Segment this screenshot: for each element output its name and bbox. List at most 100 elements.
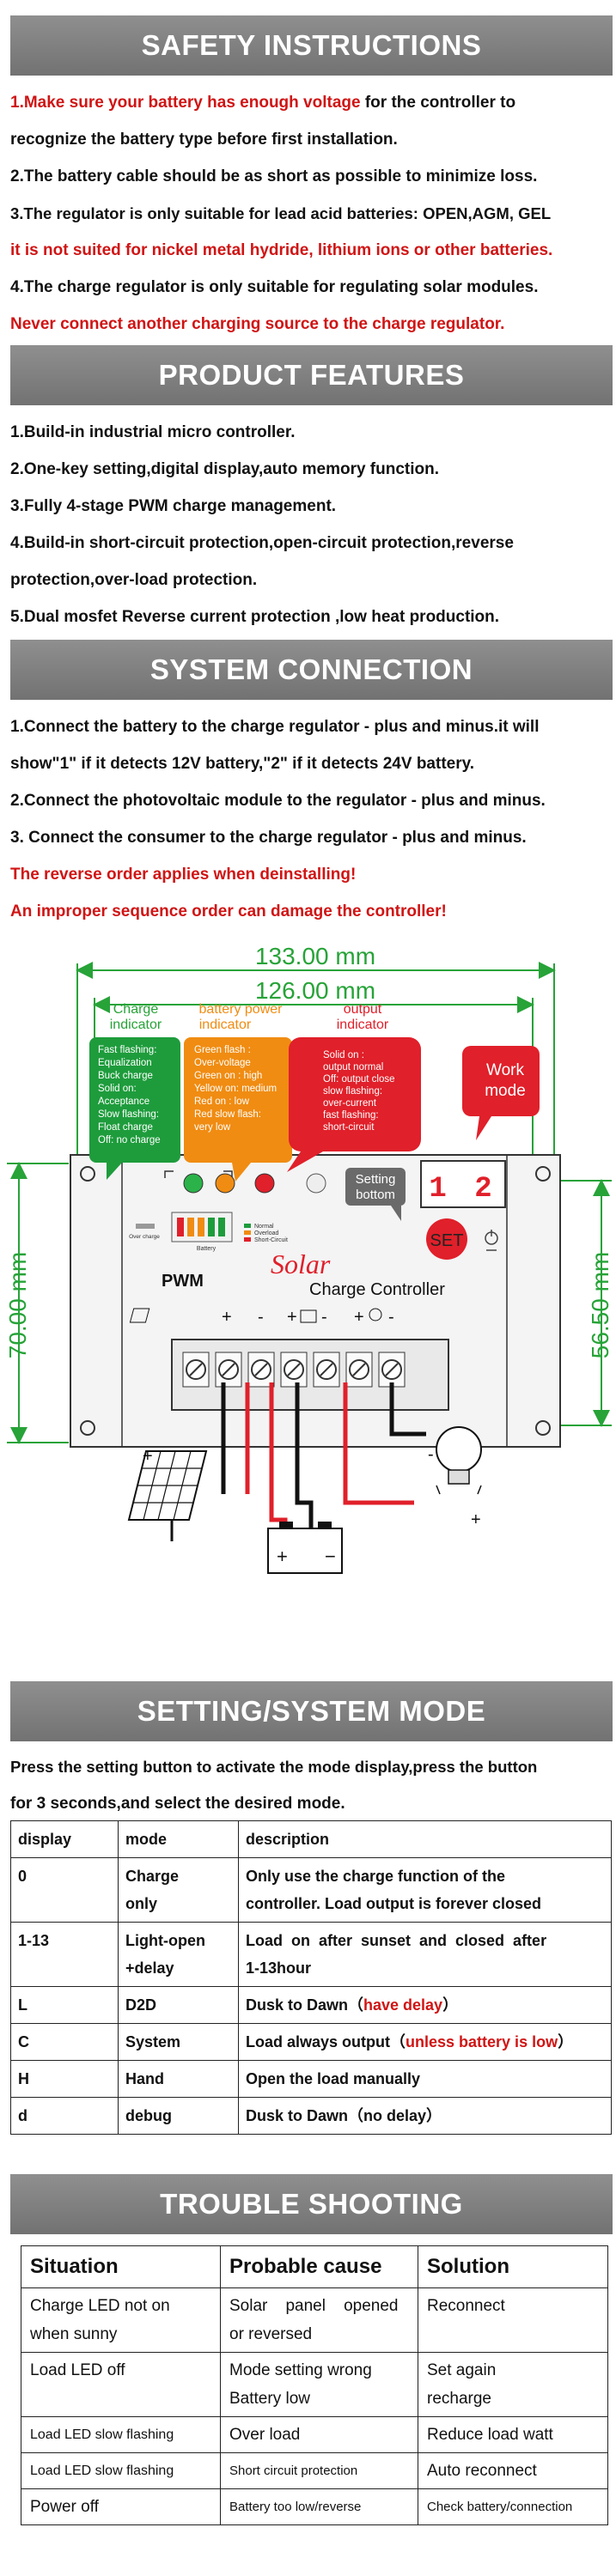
dim-height-label: 70.00 mm (4, 1252, 31, 1359)
feature-line-2: 2.One-key setting,digital display,auto m… (10, 460, 440, 478)
dim-height2-label: 56.50 mm (587, 1252, 613, 1359)
connection-line-1: 1.Connect the battery to the charge regu… (10, 718, 540, 736)
led-row (164, 1170, 326, 1194)
charge-callout-line: Fast flashing: (98, 1045, 156, 1055)
cell-solution: Auto reconnect (418, 2452, 608, 2489)
table-row: Load LED slow flashing Over load Reduce … (21, 2416, 608, 2453)
charge-callout-line: Equalization (98, 1058, 152, 1068)
trouble-table: Situation Probable cause Solution Charge… (21, 2245, 608, 2525)
controller-diagram: 133.00 mm 126.00 mm 70.00 mm 56.50 mm Ch… (4, 943, 613, 1574)
table-row: H Hand Open the load manually (10, 2060, 612, 2098)
header-solution: Solution (418, 2245, 608, 2288)
svg-text:−: − (325, 1546, 336, 1567)
battery-callout-line: Red slow flash: (194, 1109, 261, 1120)
setting-bottom-callout: Setting bottom (345, 1168, 406, 1221)
features-header: PRODUCT FEATURES (10, 345, 613, 405)
battery-title-2: indicator (199, 1018, 252, 1032)
cell-mode: System (118, 2023, 239, 2061)
mini-label-normal: Normal (254, 1224, 274, 1230)
safety-line-3: 2.The battery cable should be as short a… (10, 167, 538, 185)
cell-solution: Reconnect (418, 2287, 608, 2353)
cell-display: d (10, 2097, 119, 2135)
setting-intro: Press the setting button to activate the… (10, 1748, 612, 1822)
output-callout-line: slow flashing: (323, 1086, 382, 1097)
output-callout-line: Solid on : (323, 1050, 364, 1060)
output-title-1: output (344, 1002, 382, 1017)
battery-callout-line: Green flash : (194, 1045, 251, 1055)
cell-cause: Over load (220, 2416, 418, 2453)
screw-hole (80, 1420, 95, 1436)
feature-line-6: 5.Dual mosfet Reverse current protection… (10, 608, 500, 626)
output-callout-line: Off: output close (323, 1074, 395, 1084)
setting-intro-1: Press the setting button to activate the… (10, 1758, 538, 1776)
dim-outer-label: 133.00 mm (255, 943, 375, 969)
output-indicator-callout: output indicator Solid on :output normal… (287, 1002, 421, 1172)
charge-callout-line: Float charge (98, 1122, 153, 1133)
cell-display: 0 (10, 1857, 119, 1923)
output-callout-line: short-circuit (323, 1122, 375, 1133)
features-list: 1.Build-in industrial micro controller. … (10, 414, 612, 635)
cell-description: Dusk to Dawn（have delay） (238, 1986, 612, 2024)
battery-callout-line: Yellow on: medium (194, 1084, 277, 1094)
cell-display: L (10, 1986, 119, 2024)
connection-line-6: An improper sequence order can damage th… (10, 902, 447, 920)
header-display: display (10, 1820, 119, 1858)
svg-text:-: - (321, 1308, 327, 1327)
safety-header: SAFETY INSTRUCTIONS (10, 15, 613, 76)
safety-line-6: 4.The charge regulator is only suitable … (10, 278, 539, 296)
feature-line-5: protection,over-load protection. (10, 571, 258, 589)
set-button[interactable]: SET (426, 1218, 467, 1260)
connection-list: 1.Connect the battery to the charge regu… (10, 708, 612, 930)
charge-controller-label: Charge Controller (309, 1280, 445, 1299)
safety-line-2: recognize the battery type before first … (10, 131, 398, 149)
connection-line-5: The reverse order applies when deinstall… (10, 866, 357, 884)
svg-text:+: + (143, 1447, 153, 1466)
header-description: description (238, 1820, 612, 1858)
mini-label-overload: Overload (254, 1230, 279, 1236)
output-callout-line: over-current (323, 1098, 377, 1109)
cell-mode: D2D (118, 1986, 239, 2024)
light-bulb-icon: + - (428, 1426, 482, 1529)
svg-text:-: - (388, 1308, 394, 1327)
cell-mode: Light-open+delay (118, 1922, 239, 1987)
terminal-symbols: + - + - + - (129, 1308, 394, 1327)
cell-description: Dusk to Dawn（no delay） (238, 2097, 612, 2135)
solar-label: Solar (271, 1249, 331, 1279)
screw-hole (535, 1166, 551, 1182)
cell-mode: debug (118, 2097, 239, 2135)
charge-title-1: Charge (113, 1002, 159, 1017)
mini-label-short: Short-Circuit (254, 1237, 288, 1243)
output-callout-line: fast flashing: (323, 1110, 379, 1121)
charge-callout-line: Buck charge (98, 1071, 153, 1081)
table-row: C System Load always output（unless batte… (10, 2023, 612, 2061)
mini-label-battery: Battery (197, 1246, 217, 1252)
solar-panel-symbol-icon (129, 1308, 150, 1323)
cell-description: Open the load manually (238, 2060, 612, 2098)
digit-display: 1 2 (420, 1160, 506, 1208)
cell-cause: Short circuit protection (220, 2452, 418, 2489)
solar-mini-icon (136, 1224, 155, 1229)
cell-cause: Battery too low/reverse (220, 2488, 418, 2525)
table-row: d debug Dusk to Dawn（no delay） (10, 2097, 612, 2135)
cell-situation: Load LED slow flashing (21, 2452, 221, 2489)
battery-icon: + − (267, 1522, 343, 1574)
battery-indicator-callout: battery power indicator Green flash :Ove… (184, 1002, 292, 1182)
trouble-header: TROUBLE SHOOTING (10, 2174, 613, 2234)
battery-symbol-icon (300, 1309, 317, 1323)
screw-hole (535, 1420, 551, 1436)
connection-line-4: 3. Connect the consumer to the charge re… (10, 829, 527, 847)
connection-line-2: show"1" if it detects 12V battery,"2" if… (10, 755, 475, 773)
setting-bottom-2: bottom (356, 1188, 395, 1202)
table-row: display mode description (10, 1820, 612, 1858)
connection-line-3: 2.Connect the photovoltaic module to the… (10, 792, 546, 810)
output-led (254, 1173, 275, 1194)
wiring (221, 1382, 426, 1537)
output-callout-line: output normal (323, 1062, 383, 1072)
lamp-symbol-icon (369, 1308, 382, 1321)
